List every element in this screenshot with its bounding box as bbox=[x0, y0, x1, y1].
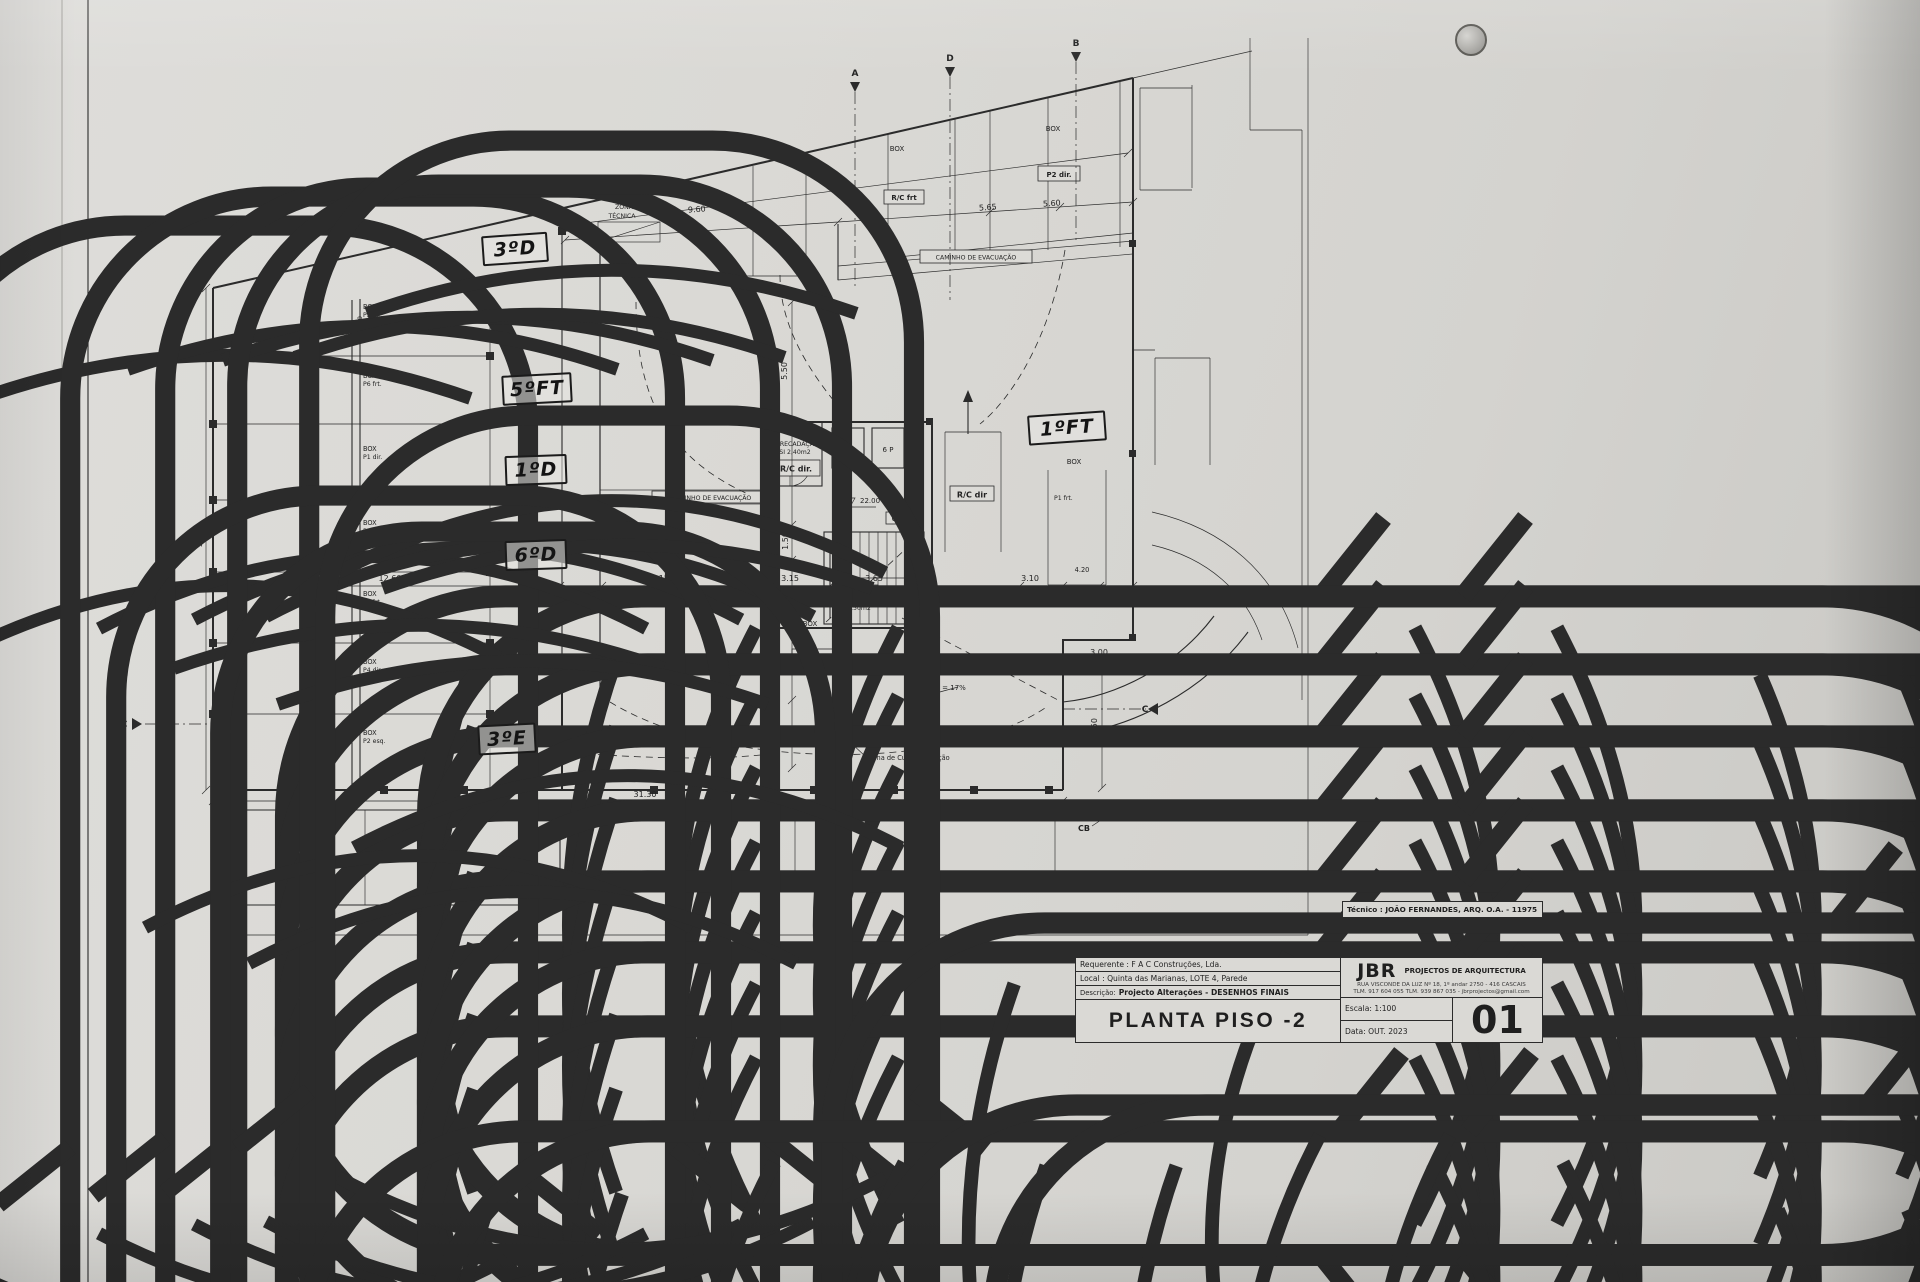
dimension-label: 31.30 bbox=[634, 790, 657, 799]
date-text: Data: OUT. 2023 bbox=[1345, 1026, 1408, 1036]
unit-label-rc-dir: R/C dir. bbox=[780, 465, 812, 474]
dimension-label: 3.15 bbox=[781, 574, 799, 583]
section-markers: A D B C C CB bbox=[121, 39, 1158, 833]
dimension-label: 5.60 bbox=[1043, 198, 1061, 208]
firm-address-1: RUA VISCONDE DA LUZ Nº 18, 1º andar 2750… bbox=[1357, 982, 1526, 988]
descricao-label: Descrição: bbox=[1080, 988, 1116, 997]
section-marker-c-right: C bbox=[1142, 705, 1149, 715]
section-marker-b: B bbox=[1073, 39, 1080, 49]
dimension-label: 5.50 bbox=[780, 362, 789, 380]
evacuation-paths: CAMINHO DE EVACUAÇÃO CAMINHO DE EVACUAÇÃ… bbox=[599, 240, 1134, 505]
descricao-row: Descrição: Projecto Alterações - DESENHO… bbox=[1076, 986, 1340, 1000]
requerente-row: Requerente : F A C Construções, Lda. bbox=[1076, 958, 1340, 972]
firm-initials: JBR bbox=[1357, 960, 1397, 982]
title-block-left: Requerente : F A C Construções, Lda. Loc… bbox=[1076, 958, 1341, 1042]
box-label: BOX bbox=[890, 145, 905, 153]
box-label: BOX bbox=[363, 729, 377, 737]
storage-label: ARRECADAÇÃO bbox=[771, 439, 819, 448]
sheet-number: 01 bbox=[1471, 998, 1524, 1042]
hole-punch bbox=[1455, 24, 1487, 56]
unit-label-p1: P1 frt. bbox=[1054, 495, 1073, 502]
right-center-stalls: R/C dir BOX P1 frt. bbox=[944, 349, 1211, 586]
dimension-label: 12.60 bbox=[379, 574, 402, 583]
handwritten-unit-note: 1ºD bbox=[504, 453, 568, 487]
parked-cars bbox=[0, 141, 1920, 1282]
caminho-evacuacao-label: CAMINHO DE EVACUAÇÃO bbox=[671, 493, 752, 502]
scale-date-block: Escala: 1:100 Data: OUT. 2023 01 bbox=[1341, 998, 1542, 1042]
unit-label-p2: P2 dir. bbox=[1047, 171, 1072, 179]
caminho-evacuacao-label: CAMINHO DE EVACUAÇÃO bbox=[936, 253, 1017, 262]
top-bay-labels: BOX R/C frt BOX P2 dir. bbox=[883, 125, 1081, 205]
level-marker: 22.00 bbox=[860, 497, 880, 505]
title-block: Requerente : F A C Construções, Lda. Loc… bbox=[1075, 957, 1543, 1043]
dimension-label: 4.20 bbox=[1075, 566, 1090, 574]
box-label: BOX bbox=[363, 658, 377, 666]
box-label: BOX bbox=[363, 445, 377, 453]
drawing-title: PLANTA PISO -2 bbox=[1108, 1009, 1308, 1032]
box-label: BOX bbox=[803, 620, 818, 628]
slope-label: i = 17% bbox=[938, 684, 966, 692]
handwritten-unit-note: 6ºD bbox=[504, 538, 568, 572]
dimension-label: 1.50 bbox=[781, 532, 790, 550]
firm-name: PROJECTOS DE ARQUITECTURA bbox=[1404, 967, 1526, 975]
dimension-label: 3.00 bbox=[1090, 648, 1108, 657]
tecnico-strip: Técnico : JOÃO FERNANDES, ARQ. O.A. - 11… bbox=[1342, 901, 1543, 918]
handwritten-unit-note: 3ºD bbox=[481, 231, 549, 267]
requerente-text: Requerente : F A C Construções, Lda. bbox=[1080, 960, 1222, 969]
section-marker-cb: CB bbox=[1078, 824, 1090, 833]
local-text: Local : Quinta das Marianas, LOTE 4, Par… bbox=[1080, 974, 1248, 983]
handwritten-unit-note: 3ºE bbox=[477, 722, 537, 756]
dimension-label: 3.65 bbox=[865, 574, 883, 583]
scale-text: Escala: 1:100 bbox=[1341, 998, 1452, 1021]
stall-code: P2 esq. bbox=[363, 738, 386, 745]
section-marker-d: D bbox=[946, 54, 953, 64]
stall-code: P4 dir. bbox=[363, 667, 382, 674]
descricao-text: Projecto Alterações - DESENHOS FINAIS bbox=[1118, 988, 1289, 997]
unit-label-rc-frt: R/C frt bbox=[891, 194, 917, 202]
zona-tecnica-label: ZONA bbox=[615, 204, 634, 211]
handwritten-unit-note: 1ºFT bbox=[1027, 410, 1107, 446]
dimension-label: 3.10 bbox=[1021, 574, 1039, 583]
box-label: BOX bbox=[363, 590, 377, 598]
stall-code: P1 dir. bbox=[363, 454, 382, 461]
local-row: Local : Quinta das Marianas, LOTE 4, Par… bbox=[1076, 972, 1340, 986]
box-label: BOX bbox=[363, 519, 377, 527]
firm-block: JBR PROJECTOS DE ARQUITECTURA RUA VISCON… bbox=[1341, 958, 1542, 998]
firm-address-2: TLM. 917 604 055 TLM. 939 867 035 - jbrp… bbox=[1353, 988, 1530, 995]
dimension-label: 5.65 bbox=[979, 202, 997, 212]
unit-label-rc-dir2: R/C dir bbox=[957, 491, 987, 500]
storage-area: SI 2,40m2 bbox=[779, 449, 811, 456]
zona-tecnica-label: TÉCNICA bbox=[607, 211, 636, 220]
section-marker-a: A bbox=[852, 69, 859, 79]
dimension-label: 9.60 bbox=[688, 204, 706, 214]
storage-area: 2,50m2 bbox=[847, 605, 871, 612]
tecnico-text: Técnico : JOÃO FERNANDES, ARQ. O.A. - 11… bbox=[1347, 905, 1538, 914]
box-label: BOX bbox=[1067, 458, 1082, 466]
stall-code: P6 frt. bbox=[363, 381, 382, 388]
title-block-right: JBR PROJECTOS DE ARQUITECTURA RUA VISCON… bbox=[1341, 958, 1542, 1042]
elevator-label: 6 P bbox=[883, 446, 894, 454]
handwritten-unit-note: 5ºFT bbox=[501, 372, 573, 406]
box-label: BOX bbox=[1046, 125, 1061, 133]
